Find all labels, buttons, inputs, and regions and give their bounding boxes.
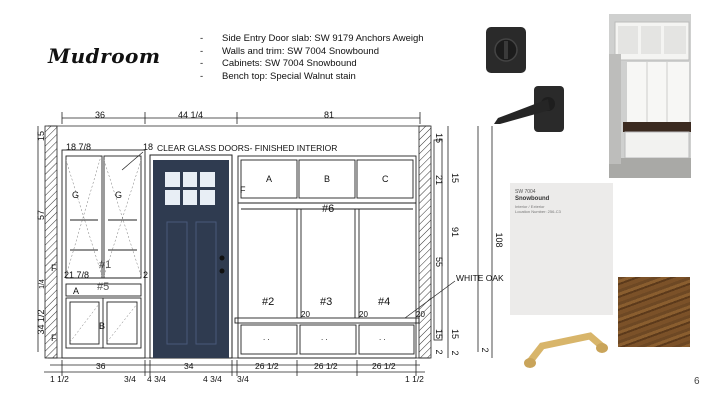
swatch-code: SW 7004 bbox=[515, 189, 536, 195]
dim-text: 20 bbox=[301, 310, 310, 319]
dim-text: 4 3/4 bbox=[147, 374, 166, 384]
dim-text: 20 bbox=[416, 310, 425, 319]
dim-text: 26 1/2 bbox=[372, 361, 396, 371]
dim-text: 2 bbox=[450, 350, 460, 355]
dim-text: 1 1/2 bbox=[405, 374, 424, 384]
top-dimensions: 36 44 1/4 81 bbox=[95, 110, 334, 120]
item-number: #2 bbox=[262, 296, 274, 308]
item-number: #4 bbox=[378, 296, 390, 308]
upper-label: B bbox=[324, 174, 330, 184]
dim-text: 1/4 bbox=[39, 279, 46, 289]
page-number: 6 bbox=[694, 376, 700, 387]
entry-door bbox=[149, 154, 233, 359]
dim-text: 3/4 bbox=[237, 374, 249, 384]
dim-text: 15 bbox=[450, 329, 460, 339]
dim-text: 21 bbox=[434, 175, 444, 185]
deadbolt-image bbox=[486, 27, 526, 73]
pull-mark: . . bbox=[321, 333, 328, 342]
drawer-label: B bbox=[99, 321, 105, 331]
dim-text: 15 bbox=[36, 131, 46, 141]
dim-text: 91 bbox=[450, 227, 460, 237]
left-dimensions: 15 57 1/4 34 1/2 bbox=[36, 131, 46, 335]
swatch-name: Snowbound bbox=[515, 196, 550, 202]
upper-label: C bbox=[382, 174, 389, 184]
right-wall bbox=[418, 125, 432, 359]
dim-text: 15 bbox=[434, 133, 444, 143]
item-number: #3 bbox=[320, 296, 332, 308]
dim-text: 21 7/8 bbox=[64, 270, 89, 280]
upper-cabinet-labels: A B C bbox=[266, 174, 389, 184]
glass-cabinet bbox=[61, 149, 146, 359]
paint-swatch-card: SW 7004 Snowbound Interior / Exterior Lo… bbox=[510, 183, 613, 315]
drawer-pulls: . . . . . . bbox=[263, 333, 386, 342]
note-item: Side Entry Door slab: SW 9179 Anchors Aw… bbox=[200, 33, 424, 46]
dim-text: 57 bbox=[36, 210, 46, 220]
bench-dims: 20 20 20 bbox=[301, 310, 425, 319]
dim-text: 26 1/2 bbox=[255, 361, 279, 371]
callout-oak: WHITE OAK bbox=[456, 273, 504, 283]
walnut-stain-sample bbox=[618, 277, 690, 347]
dim-text: 26 1/2 bbox=[314, 361, 338, 371]
glass-label: G bbox=[72, 190, 79, 200]
upper-label: A bbox=[266, 174, 272, 184]
item-number: #5 bbox=[97, 281, 109, 293]
dim-text: 2 bbox=[480, 347, 490, 352]
bottom-dimensions: 36 34 26 1/2 26 1/2 26 1/2 1 1/2 3/4 4 3… bbox=[50, 361, 424, 384]
dim-text: 108 bbox=[494, 232, 504, 247]
glass-label: G bbox=[115, 190, 122, 200]
dim-text: 44 1/4 bbox=[178, 110, 203, 120]
swatch-line2: Location Number: 256-C3 bbox=[515, 209, 561, 214]
dim-text: 36 bbox=[96, 361, 106, 371]
dim-text: 36 bbox=[95, 110, 105, 120]
dim-text: 15 bbox=[434, 329, 444, 339]
dim-text: 55 bbox=[434, 257, 444, 267]
pull-mark: . . bbox=[379, 333, 386, 342]
locker-labels: #2 #3 #4 bbox=[262, 296, 390, 308]
swatch-line1: Interior / Exterior bbox=[515, 204, 545, 209]
dim-text: 20 bbox=[359, 310, 368, 319]
note-item: Cabinets: SW 7004 Snowbound bbox=[200, 58, 424, 71]
item-number: #1 bbox=[99, 259, 111, 271]
drawer-label: A bbox=[73, 286, 79, 296]
dim-text: 2 bbox=[143, 270, 148, 280]
page-title: Mudroom bbox=[48, 44, 161, 68]
note-item: Walls and trim: SW 7004 Snowbound bbox=[200, 46, 424, 59]
pull-mark: . . bbox=[263, 333, 270, 342]
dim-text: 15 bbox=[450, 173, 460, 183]
brass-pull-image bbox=[524, 332, 608, 368]
dim-text: 2 bbox=[434, 349, 444, 354]
mudroom-photo bbox=[609, 14, 691, 178]
item-number: #6 bbox=[322, 203, 334, 215]
dim-text: 4 3/4 bbox=[203, 374, 222, 384]
f-label: F bbox=[51, 263, 57, 273]
dim-text: 1 1/2 bbox=[50, 374, 69, 384]
dim-text: 34 1/2 bbox=[36, 309, 46, 334]
door-f-label: F bbox=[240, 185, 246, 195]
dim-text: 18 bbox=[143, 142, 153, 152]
callout-glass: CLEAR GLASS DOORS- FINISHED INTERIOR bbox=[157, 143, 337, 153]
dim-text: 81 bbox=[324, 110, 334, 120]
photo-illustration bbox=[609, 14, 691, 178]
f-label: F bbox=[51, 333, 57, 343]
dim-text: 3/4 bbox=[124, 374, 136, 384]
lever-handle-image bbox=[494, 86, 564, 132]
right-dimensions: 15 21 55 15 2 15 91 108 15 2 2 bbox=[434, 133, 504, 356]
left-wall bbox=[44, 125, 58, 359]
note-item: Bench top: Special Walnut stain bbox=[200, 71, 424, 84]
cabinet-labels: 18 7/8 18 G G #1 21 7/8 2 #5 A B F F bbox=[51, 142, 153, 343]
dim-text: 34 bbox=[184, 361, 194, 371]
dim-text: 18 7/8 bbox=[66, 142, 91, 152]
locker-unit bbox=[234, 155, 420, 359]
finish-notes: Side Entry Door slab: SW 9179 Anchors Aw… bbox=[200, 33, 424, 83]
